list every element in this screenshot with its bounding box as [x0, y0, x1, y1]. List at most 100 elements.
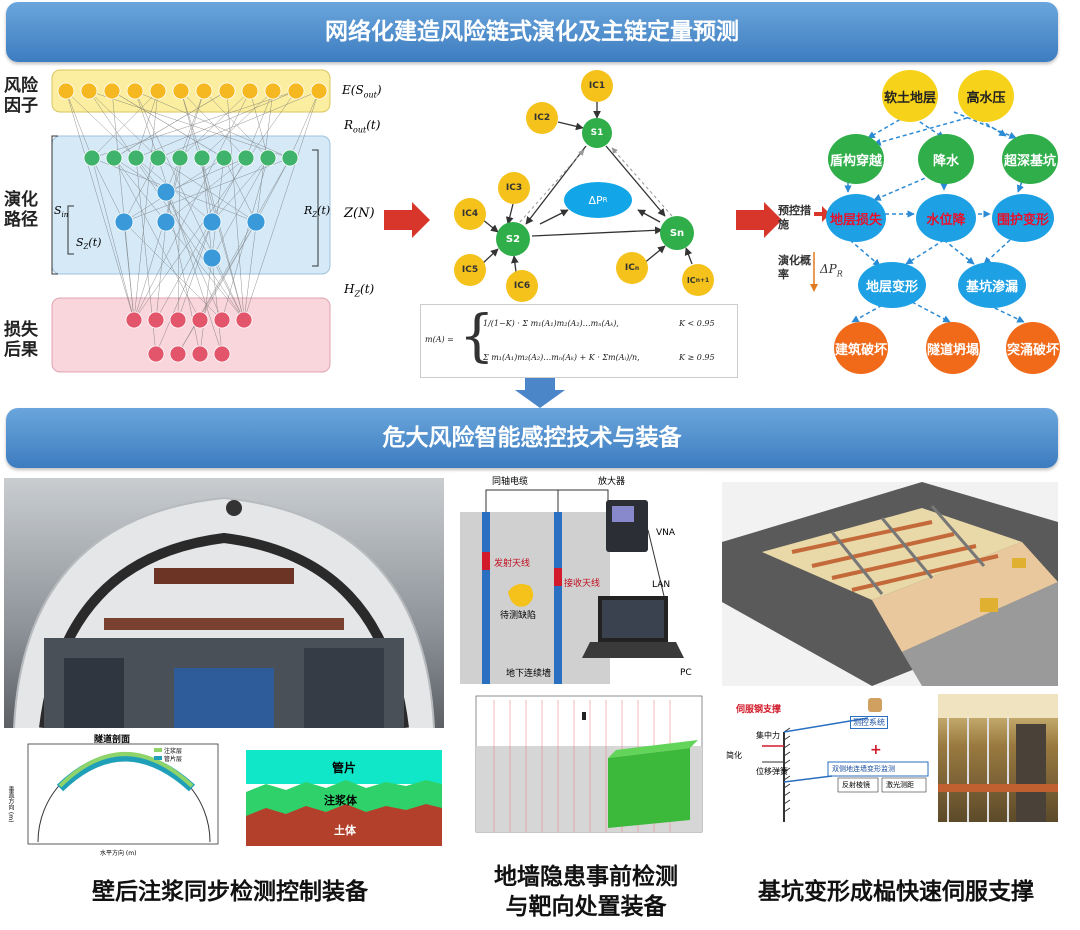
- chain-dewater: 降水: [918, 134, 974, 184]
- network-edge: [155, 221, 213, 355]
- network-edge: [91, 90, 297, 159]
- path-node: [127, 149, 145, 167]
- risk-network-svg: [51, 69, 331, 373]
- formula-box: m(A) = { 1/(1−K) · Σ m₁(A₁)m₂(A₂)…mₙ(Aₖ)…: [420, 304, 738, 378]
- label-servo: 伺服钢支撑: [736, 705, 782, 715]
- risk-factor-node: [287, 82, 305, 100]
- formula-row1-cond: K < 0.95: [679, 319, 715, 328]
- loss-node: [147, 311, 165, 329]
- mid-banner: 危大风险智能感控技术与装备: [6, 408, 1058, 468]
- label-amp: 放大器: [598, 477, 626, 487]
- network-edge: [113, 157, 201, 321]
- loss-node: [213, 345, 231, 363]
- label-e-sout: E(Sout): [342, 83, 382, 100]
- formula-row1: 1/(1−K) · Σ m₁(A₁)m₂(A₂)…mₙ(Aₖ),: [483, 319, 619, 328]
- network-edge: [91, 157, 125, 223]
- network-edge: [211, 157, 269, 223]
- network-edge: [133, 90, 251, 321]
- arrow-right-2: [736, 202, 782, 238]
- risk-factor-node: [264, 82, 282, 100]
- chain-tunnel: 隧道坍塌: [926, 322, 980, 374]
- network-edge: [180, 90, 245, 321]
- node-ic2: IC2: [526, 102, 558, 134]
- network-edge: [123, 221, 223, 321]
- tunnel-photo: [4, 478, 444, 728]
- loss-node: [191, 311, 209, 329]
- label-monitor: 测控系统: [850, 716, 888, 729]
- network-edge: [245, 90, 274, 159]
- right-title: 基坑变形成榀快速伺服支撑: [758, 879, 1034, 905]
- label-reflect: 反射棱镜: [842, 781, 870, 789]
- node-ic6: IC6: [506, 270, 538, 302]
- chain-prob: 演化概率: [778, 254, 811, 281]
- risk-chain: 软土地层 高水压 盾构穿越 降水 超深基坑 地层损失 水位降 围护变形 地层变形…: [778, 66, 1078, 376]
- tunnel-section-title: 隧道剖面: [94, 735, 131, 745]
- node-s1: S1: [582, 118, 612, 148]
- layer-soil: 土体: [334, 824, 356, 837]
- network-edge: [226, 90, 245, 321]
- label-laser: 激光测距: [886, 781, 914, 789]
- network-edge: [157, 90, 320, 159]
- chain-soft-soil: 软土地层: [882, 70, 938, 122]
- network-edge: [211, 157, 269, 259]
- layer-grout: 注浆体: [324, 794, 357, 807]
- label-evolution-path: 演化路径: [4, 190, 38, 230]
- grout-layers: 管片 注浆体 土体: [234, 736, 446, 848]
- network-edge: [201, 157, 213, 259]
- axis-v-label: 垂直方向 (m): [7, 786, 14, 823]
- network-edge: [177, 157, 181, 321]
- bracket: [312, 149, 319, 267]
- loss-node: [191, 345, 209, 363]
- label-loss-result: 损失后果: [4, 320, 38, 360]
- network-edge: [123, 221, 135, 321]
- loss-node: [169, 311, 187, 329]
- network-edge: [221, 157, 269, 321]
- chain-control: 预控措施: [778, 204, 811, 231]
- risk-factor-node: [310, 82, 328, 100]
- network-edge: [243, 90, 320, 321]
- risk-factor-node: [80, 82, 98, 100]
- network-edge: [91, 90, 159, 159]
- event-node: [202, 212, 222, 232]
- label-dual: 双侧地连墙变形监测: [832, 765, 895, 773]
- chain-building: 建筑破坏: [834, 322, 888, 374]
- path-node: [237, 149, 255, 167]
- risk-factor-node: [57, 82, 75, 100]
- risk-factor-node: [126, 82, 144, 100]
- servo-diagram: 伺服钢支撑 集中力 简化 位移弹簧 测控系统 + 双侧地连墙变形监测 反射棱镜 …: [722, 692, 932, 832]
- path-node: [149, 149, 167, 167]
- label-lan: LAN: [652, 580, 671, 590]
- label-spring: 位移弹簧: [756, 767, 788, 776]
- arrow-right-1: [384, 202, 430, 238]
- network-edge: [111, 90, 225, 159]
- network-edge: [211, 257, 223, 355]
- bracket: [67, 205, 74, 255]
- label-tx: 发射天线: [494, 559, 531, 569]
- node-ic1: IC1: [581, 70, 613, 102]
- risk-factor-node: [103, 82, 121, 100]
- node-s2: S2: [496, 222, 530, 256]
- top-banner: 网络化建造风险链式演化及主链定量预测: [6, 2, 1058, 62]
- risk-factor-node: [218, 82, 236, 100]
- network-edge: [243, 90, 274, 321]
- mid-title: 地墙隐患事前检测 与靶向处置装备: [456, 862, 716, 922]
- chain-water-drop: 水位降: [916, 194, 976, 242]
- network-edge: [165, 157, 247, 223]
- network-edge: [123, 157, 159, 223]
- mid-title-line1: 地墙隐患事前检测: [494, 864, 678, 890]
- evidence-network-svg: [481, 100, 693, 273]
- loss-node: [169, 345, 187, 363]
- label-wall: 地下连续墙: [506, 669, 552, 679]
- path-node: [193, 149, 211, 167]
- path-node: [281, 149, 299, 167]
- bracket: [51, 135, 58, 275]
- network-edge: [289, 90, 320, 159]
- label-risk-factors: 风险因子: [4, 76, 38, 116]
- network-edge: [155, 157, 247, 321]
- network-edge: [203, 90, 269, 159]
- node-ic5: IC5: [454, 254, 486, 286]
- network-edge: [134, 90, 159, 159]
- label-plus: +: [870, 742, 882, 758]
